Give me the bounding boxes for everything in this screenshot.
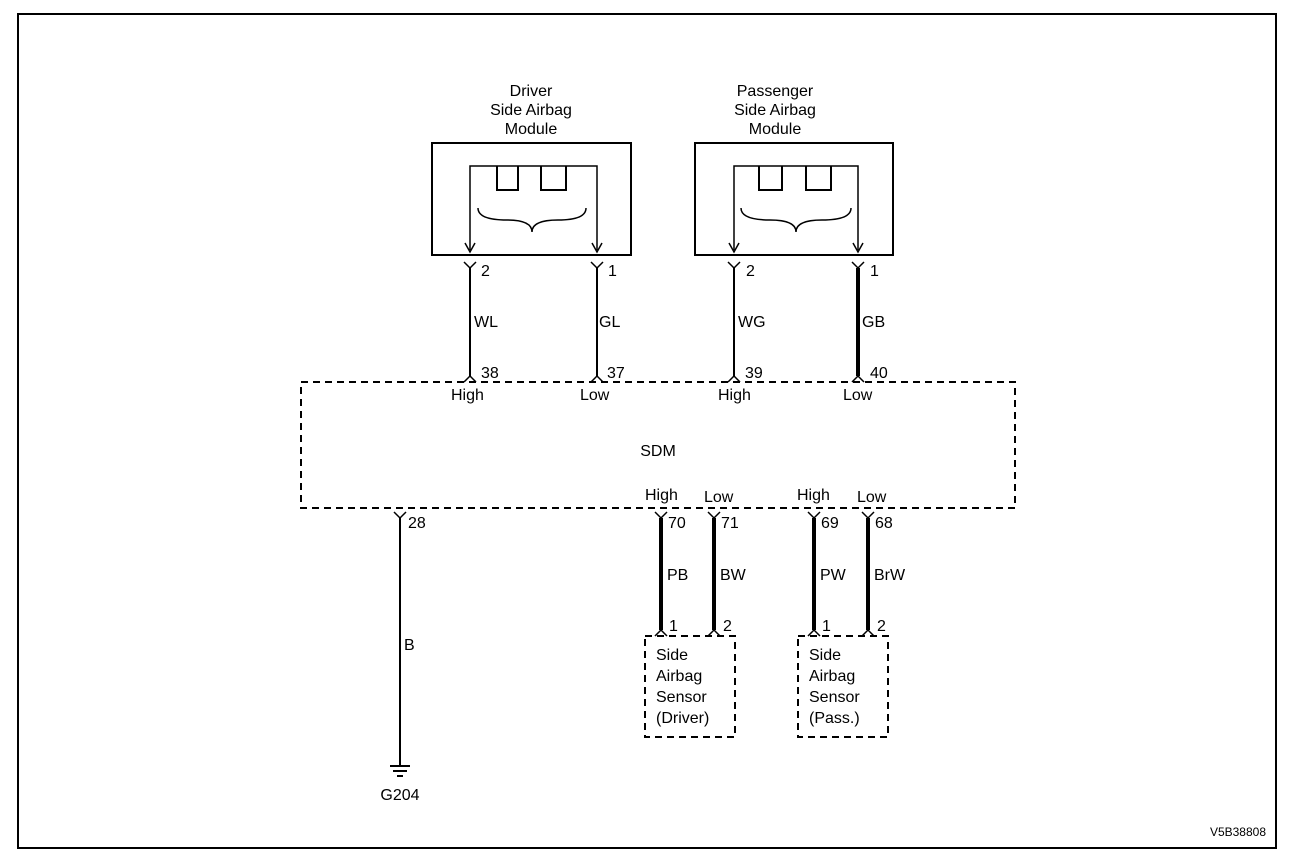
wire-wl-label: WL — [474, 314, 498, 331]
sdm-pin28-label: 28 — [408, 515, 426, 532]
passenger-pin1-label: 1 — [870, 263, 879, 280]
wire-brw-label: BrW — [874, 567, 906, 584]
wire-bw-label: BW — [720, 567, 747, 584]
sensor-p-line-1: Side — [809, 647, 841, 664]
sdm-bottom-label-1: High — [645, 487, 678, 504]
wire-b-label: B — [404, 637, 415, 654]
passenger-module-title-1: Passenger — [737, 83, 814, 100]
figure-code: V5B38808 — [1210, 825, 1266, 839]
sensor-d-line-3: Sensor — [656, 689, 707, 706]
driver-module-title-1: Driver — [510, 83, 553, 100]
driver-module-title-3: Module — [505, 121, 558, 138]
sensor-d-line-2: Airbag — [656, 668, 702, 685]
driver-module-title-2: Side Airbag — [490, 102, 572, 119]
wire-wg-label: WG — [738, 314, 766, 331]
passenger-airbag-module-box — [694, 142, 894, 256]
sdm-top-label-4: Low — [843, 387, 873, 404]
passenger-pin2-connector — [727, 261, 741, 270]
sensor-p-pin2-connector — [861, 628, 875, 637]
sdm-top-label-2: Low — [580, 387, 610, 404]
sdm-bottom-label-4: Low — [857, 489, 887, 506]
sdm-pin40-label: 40 — [870, 365, 888, 382]
driver-pin2-connector — [463, 261, 477, 270]
sdm-pin38-label: 38 — [481, 365, 499, 382]
sdm-top-label-3: High — [718, 387, 751, 404]
sensor-d-pin1-connector — [654, 628, 668, 637]
sdm-pin69-label: 69 — [821, 515, 839, 532]
sdm-pin39-label: 39 — [745, 365, 763, 382]
sdm-label: SDM — [640, 443, 676, 460]
diagram-frame — [17, 13, 1277, 849]
sdm-pin71-connector — [707, 511, 721, 520]
sensor-p-line-2: Airbag — [809, 668, 855, 685]
sdm-pin68-label: 68 — [875, 515, 893, 532]
sensor-p-pin2-label: 2 — [877, 618, 886, 635]
driver-airbag-inflator-icon — [464, 165, 603, 254]
sdm-pin71-label: 71 — [721, 515, 739, 532]
sensor-d-pin2-label: 2 — [723, 618, 732, 635]
driver-airbag-module-box — [431, 142, 632, 256]
sdm-pin69-connector — [807, 511, 821, 520]
driver-pin1-label: 1 — [608, 263, 617, 280]
wire-gl-label: GL — [599, 314, 620, 331]
driver-pin1-connector — [590, 261, 604, 270]
passenger-module-title-3: Module — [749, 121, 802, 138]
driver-pin2-label: 2 — [481, 263, 490, 280]
sensor-p-line-3: Sensor — [809, 689, 860, 706]
sdm-pin68-connector — [861, 511, 875, 520]
sdm-pin37-connector — [590, 374, 604, 383]
sdm-bottom-label-2: Low — [704, 489, 734, 506]
sensor-p-pin1-connector — [807, 628, 821, 637]
passenger-airbag-inflator-icon — [728, 165, 864, 254]
ground-label: G204 — [380, 787, 419, 804]
wire-pw-label: PW — [820, 567, 847, 584]
wire-pb-label: PB — [667, 567, 688, 584]
sensor-d-pin2-connector — [707, 628, 721, 637]
ground-symbol-icon — [390, 765, 410, 777]
passenger-pin2-label: 2 — [746, 263, 755, 280]
sensor-p-pin1-label: 1 — [822, 618, 831, 635]
sdm-pin39-connector — [727, 374, 741, 383]
passenger-pin1-connector — [851, 261, 865, 270]
sensor-d-line-1: Side — [656, 647, 688, 664]
sdm-pin28-connector — [393, 511, 407, 520]
sdm-pin70-connector — [654, 511, 668, 520]
sdm-pin70-label: 70 — [668, 515, 686, 532]
sensor-p-line-4: (Pass.) — [809, 710, 860, 727]
sensor-d-pin1-label: 1 — [669, 618, 678, 635]
sdm-top-label-1: High — [451, 387, 484, 404]
passenger-module-title-2: Side Airbag — [734, 102, 816, 119]
sdm-pin38-connector — [463, 374, 477, 383]
sdm-pin37-label: 37 — [607, 365, 625, 382]
sensor-d-line-4: (Driver) — [656, 710, 709, 727]
sdm-bottom-label-3: High — [797, 487, 830, 504]
wire-gb-label: GB — [862, 314, 885, 331]
sdm-pin40-connector — [851, 374, 865, 383]
